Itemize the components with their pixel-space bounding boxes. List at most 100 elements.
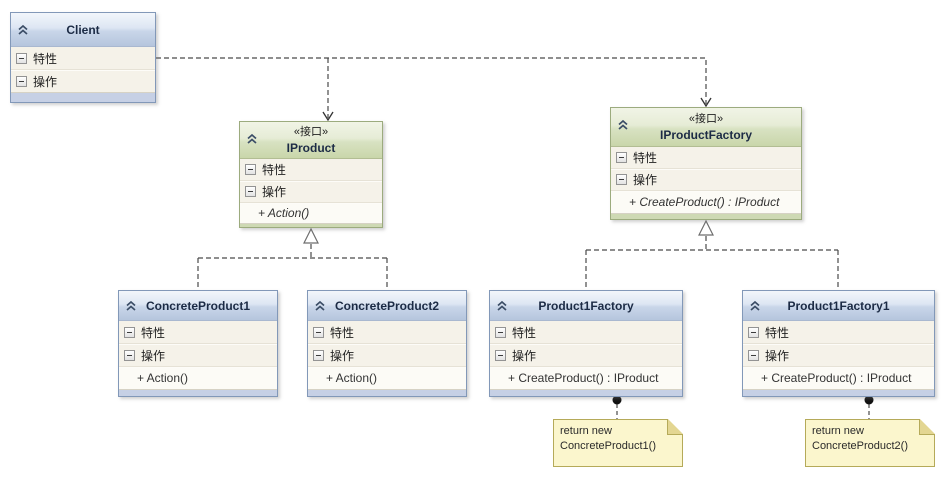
collapse-chevron-icon[interactable] <box>245 132 259 146</box>
note-text-line2: ConcreteProduct1() <box>560 440 656 452</box>
operations-row: 操作 <box>490 343 682 366</box>
method-label: + CreateProduct() : IProduct <box>508 371 659 385</box>
method-item[interactable]: + CreateProduct() : IProduct <box>611 190 801 213</box>
attributes-label: 特性 <box>633 151 658 165</box>
expander-minus-icon[interactable] <box>16 75 27 87</box>
class-title: Client <box>66 22 100 37</box>
class-title: IProductFactory <box>659 127 752 142</box>
class-title: IProduct <box>286 140 336 155</box>
collapse-chevron-icon[interactable] <box>313 299 327 313</box>
attributes-label: 特性 <box>33 51 58 66</box>
method-item[interactable]: + Action() <box>308 366 466 389</box>
method-label: + Action() <box>137 371 189 385</box>
collapse-chevron-icon[interactable] <box>124 299 138 313</box>
operations-row: 操作 <box>119 343 277 366</box>
expander-minus-icon[interactable] <box>495 326 506 338</box>
collapse-chevron-icon[interactable] <box>616 118 630 132</box>
note-text-line2: ConcreteProduct2() <box>812 440 908 452</box>
interface-iproductfactory-header: «接口» IProductFactory <box>611 108 801 147</box>
expander-minus-icon[interactable] <box>245 164 256 175</box>
attributes-row: 特性 <box>240 159 382 180</box>
class-footer <box>11 92 155 102</box>
collapse-chevron-icon[interactable] <box>495 299 509 313</box>
operations-label: 操作 <box>512 348 537 363</box>
operations-row: 操作 <box>308 343 466 366</box>
interface-iproductfactory[interactable]: «接口» IProductFactory 特性 操作 + CreateProdu… <box>610 107 802 220</box>
dependency-client-iproductfactory[interactable] <box>156 57 712 108</box>
attributes-label: 特性 <box>765 325 790 340</box>
note-text-line1: return new <box>560 425 612 437</box>
interface-iproduct[interactable]: «接口» IProduct 特性 操作 + Action() <box>239 121 383 228</box>
expander-minus-icon[interactable] <box>124 349 135 361</box>
dependency-arrowhead-icon <box>322 111 334 122</box>
method-item[interactable]: + Action() <box>240 202 382 223</box>
expander-minus-icon[interactable] <box>124 326 135 338</box>
method-label: + Action() <box>326 371 378 385</box>
collapse-chevron-icon[interactable] <box>748 299 762 313</box>
attributes-row: 特性 <box>308 321 466 343</box>
expander-minus-icon[interactable] <box>313 326 324 338</box>
realization-factories-iproductfactory[interactable] <box>585 219 839 289</box>
expander-minus-icon[interactable] <box>616 152 627 163</box>
method-label: + Action() <box>258 206 310 220</box>
class-product1factory-header: Product1Factory <box>490 291 682 321</box>
expander-minus-icon[interactable] <box>313 349 324 361</box>
class-product1factory1[interactable]: Product1Factory1 特性 操作 + CreateProduct()… <box>742 290 935 397</box>
class-product1factory1-header: Product1Factory1 <box>743 291 934 321</box>
operations-row: 操作 <box>240 180 382 202</box>
attributes-label: 特性 <box>262 163 287 177</box>
operations-label: 操作 <box>330 348 355 363</box>
stereotype-label: «接口» <box>688 112 724 125</box>
dependency-arrowhead-icon <box>700 97 712 108</box>
note-anchor-product1factory[interactable] <box>612 395 622 420</box>
note-return-concreteproduct1[interactable]: return new ConcreteProduct1() <box>553 419 683 467</box>
stereotype-label: «接口» <box>293 125 329 138</box>
attributes-label: 特性 <box>512 325 537 340</box>
method-label: + CreateProduct() : IProduct <box>629 195 780 209</box>
note-anchor-dot-icon <box>612 395 622 405</box>
operations-label: 操作 <box>33 74 58 89</box>
class-title: ConcreteProduct2 <box>334 298 440 313</box>
class-concreteproduct1-header: ConcreteProduct1 <box>119 291 277 321</box>
attributes-label: 特性 <box>141 325 166 340</box>
attributes-row: 特性 <box>11 47 155 69</box>
note-anchor-product1factory1[interactable] <box>864 395 874 420</box>
method-item[interactable]: + CreateProduct() : IProduct <box>490 366 682 389</box>
expander-minus-icon[interactable] <box>495 349 506 361</box>
operations-label: 操作 <box>141 348 166 363</box>
note-fold-corner-icon <box>920 419 935 434</box>
attributes-label: 特性 <box>330 325 355 340</box>
interface-iproduct-header: «接口» IProduct <box>240 122 382 159</box>
operations-label: 操作 <box>262 185 287 199</box>
expander-minus-icon[interactable] <box>16 52 27 64</box>
note-anchor-dot-icon <box>864 395 874 405</box>
class-title: ConcreteProduct1 <box>145 298 251 313</box>
method-item[interactable]: + CreateProduct() : IProduct <box>743 366 934 389</box>
attributes-row: 特性 <box>743 321 934 343</box>
class-product1factory[interactable]: Product1Factory 特性 操作 + CreateProduct() … <box>489 290 683 397</box>
realization-concreteproducts-iproduct[interactable] <box>197 227 388 289</box>
note-text-line1: return new <box>812 425 864 437</box>
operations-label: 操作 <box>765 348 790 363</box>
expander-minus-icon[interactable] <box>748 326 759 338</box>
dependency-client-iproduct[interactable] <box>322 58 334 122</box>
class-concreteproduct2[interactable]: ConcreteProduct2 特性 操作 + Action() <box>307 290 467 397</box>
class-client-header: Client <box>11 13 155 47</box>
class-footer <box>308 389 466 396</box>
note-return-concreteproduct2[interactable]: return new ConcreteProduct2() <box>805 419 935 467</box>
class-concreteproduct2-header: ConcreteProduct2 <box>308 291 466 321</box>
expander-minus-icon[interactable] <box>616 174 627 185</box>
expander-minus-icon[interactable] <box>748 349 759 361</box>
class-footer <box>611 213 801 219</box>
class-concreteproduct1[interactable]: ConcreteProduct1 特性 操作 + Action() <box>118 290 278 397</box>
class-footer <box>119 389 277 396</box>
method-item[interactable]: + Action() <box>119 366 277 389</box>
class-title: Product1Factory <box>538 298 634 313</box>
class-client[interactable]: Client 特性 操作 <box>10 12 156 103</box>
expander-minus-icon[interactable] <box>245 186 256 197</box>
class-footer <box>490 389 682 396</box>
collapse-chevron-icon[interactable] <box>16 23 30 37</box>
attributes-row: 特性 <box>611 147 801 168</box>
